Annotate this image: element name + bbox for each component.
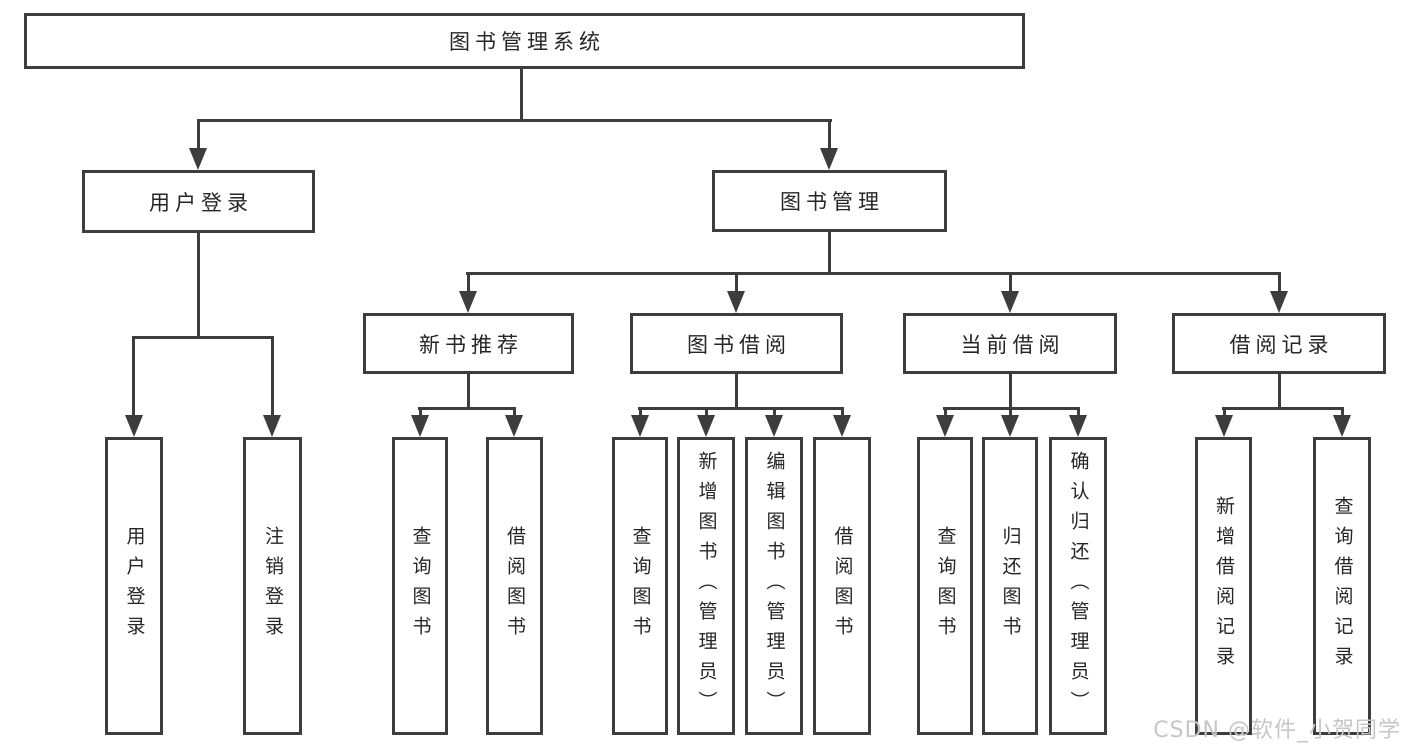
connector-vline: [197, 233, 200, 337]
node-user-login: 用户登录: [82, 170, 315, 233]
node-new-book-recommend: 新书推荐: [363, 313, 574, 374]
connector-vline: [419, 407, 422, 419]
connector-hline: [132, 336, 274, 339]
connector-vline: [773, 407, 776, 419]
connector-vline: [1009, 407, 1012, 419]
connector-hline: [638, 407, 844, 410]
leaf-label: 用户登录: [123, 526, 146, 646]
leaf-logout: 注销登录: [243, 437, 302, 735]
leaf-label: 新增借阅记录: [1213, 496, 1235, 676]
connector-vline: [1009, 374, 1012, 409]
node-root-library-system: 图书管理系统: [24, 13, 1025, 69]
leaf-label: 归还图书: [999, 526, 1022, 646]
leaf-query-books-recommend: 查询图书: [392, 437, 448, 735]
connector-vline: [841, 407, 844, 419]
connector-vline: [1009, 272, 1012, 294]
leaf-label: 注销登录: [262, 526, 284, 646]
connector-vline: [828, 119, 831, 152]
arrow-down: [631, 415, 649, 437]
node-book-management: 图书管理: [712, 170, 947, 232]
leaf-label: 查询借阅记录: [1331, 496, 1354, 676]
connector-vline: [944, 407, 947, 419]
arrow-down: [1069, 415, 1087, 437]
connector-hline: [466, 272, 1281, 275]
leaf-label: 编辑图书（管理员）: [763, 451, 786, 721]
leaf-edit-books-admin: 编辑图书（管理员）: [745, 437, 803, 735]
arrow-down: [505, 415, 523, 437]
leaf-label: 查询图书: [629, 526, 652, 646]
arrow-down: [263, 415, 281, 437]
connector-vline: [467, 272, 470, 294]
leaf-add-books-admin: 新增图书（管理员）: [677, 437, 735, 735]
arrow-down: [125, 415, 143, 437]
arrow-down: [727, 291, 745, 313]
connector-vline: [1077, 407, 1080, 419]
arrow-down: [1001, 415, 1019, 437]
leaf-add-borrow-record: 新增借阅记录: [1195, 437, 1252, 735]
connector-vline: [271, 336, 274, 416]
connector-vline: [1278, 374, 1281, 409]
leaf-borrow-books-recommend: 借阅图书: [486, 437, 543, 735]
arrow-down: [833, 415, 851, 437]
connector-vline: [520, 69, 523, 122]
arrow-down: [189, 148, 207, 170]
leaf-user-login: 用户登录: [105, 437, 163, 735]
leaf-query-books-borrow: 查询图书: [612, 437, 668, 735]
connector-vline: [735, 374, 738, 409]
arrow-down: [1333, 415, 1351, 437]
connector-vline: [1341, 407, 1344, 419]
node-current-borrowing: 当前借阅: [903, 313, 1117, 374]
connector-vline: [1278, 272, 1281, 294]
connector-vline: [705, 407, 708, 419]
leaf-label: 确认归还（管理员）: [1067, 451, 1090, 721]
arrow-down: [765, 415, 783, 437]
leaf-query-borrow-record: 查询借阅记录: [1313, 437, 1371, 735]
leaf-label: 新增图书（管理员）: [695, 451, 718, 721]
node-borrowing-records: 借阅记录: [1172, 313, 1386, 374]
arrow-down: [820, 148, 838, 170]
leaf-borrow-books: 借阅图书: [813, 437, 871, 735]
arrow-down: [936, 415, 954, 437]
connector-vline: [467, 374, 470, 409]
arrow-down: [1270, 291, 1288, 313]
leaf-label: 借阅图书: [831, 526, 854, 646]
connector-hline: [1222, 407, 1343, 410]
connector-vline: [513, 407, 516, 419]
connector-vline: [197, 119, 200, 152]
connector-hline: [197, 119, 832, 122]
arrow-down: [697, 415, 715, 437]
node-book-borrowing: 图书借阅: [630, 313, 843, 374]
leaf-label: 查询图书: [934, 526, 957, 646]
connector-vline: [1223, 407, 1226, 419]
leaf-label: 借阅图书: [504, 526, 526, 646]
leaf-query-books-current: 查询图书: [917, 437, 973, 735]
leaf-label: 查询图书: [409, 526, 432, 646]
arrow-down: [1215, 415, 1233, 437]
leaf-confirm-return-admin: 确认归还（管理员）: [1049, 437, 1107, 735]
connector-vline: [735, 272, 738, 294]
connector-vline: [828, 232, 831, 275]
arrow-down: [459, 291, 477, 313]
csdn-watermark: CSDN @软件_小贺同学: [1153, 718, 1401, 743]
connector-hline: [418, 407, 515, 410]
leaf-return-books: 归还图书: [982, 437, 1038, 735]
connector-vline: [132, 336, 135, 416]
arrow-down: [1001, 291, 1019, 313]
arrow-down: [411, 415, 429, 437]
connector-vline: [639, 407, 642, 419]
